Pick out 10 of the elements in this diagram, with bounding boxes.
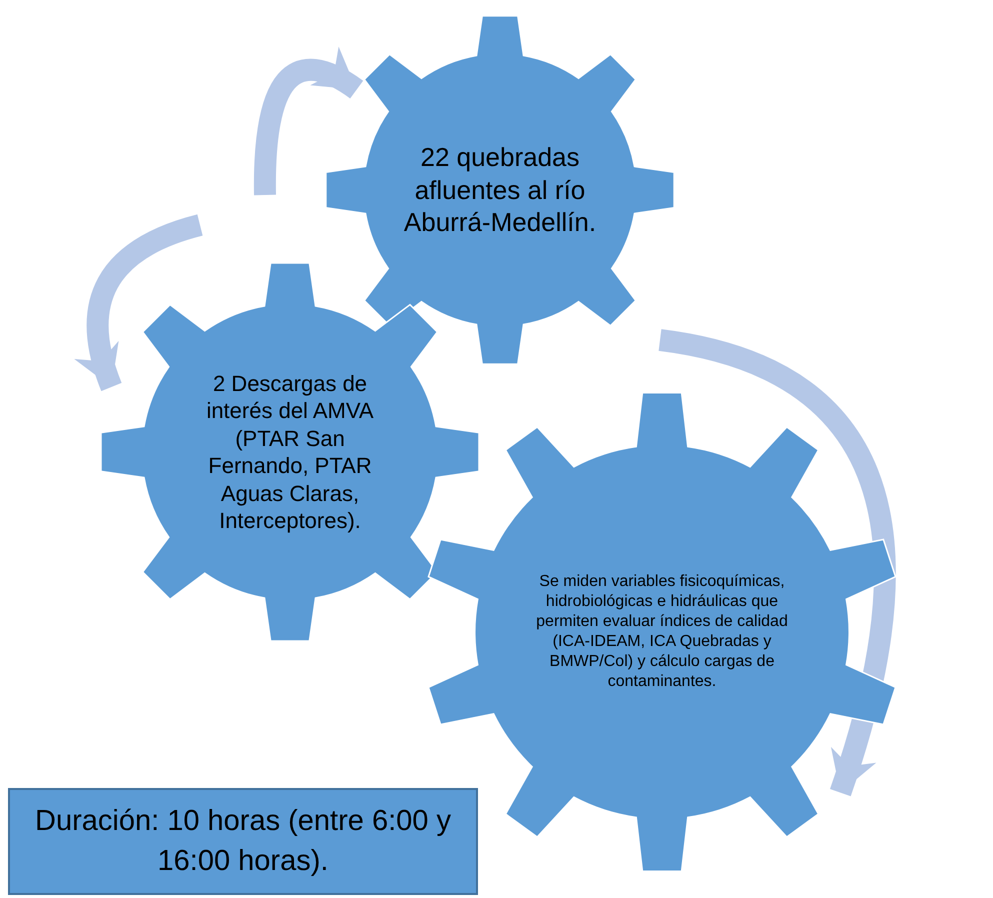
curved-arrow [254,48,363,196]
curved-arrow [76,214,204,391]
duration-box [8,788,478,895]
gear-shape [100,262,480,642]
gear-text: Se miden variables fisicoquímicas, hidrobiológicas e hidráulicas que permiten evaluar índices de calidad (ICA-IDEAM, ICA Quebradas y BMWP/Col) y cálculo cargas de contaminantes. [535,572,789,692]
curved-arrow [658,329,896,796]
gear-shape [325,15,675,365]
duration-text: Duración: 10 horas (entre 6:00 y 16:00 horas). [34,804,452,878]
gear-text: 2 Descargas de interés del AMVA (PTAR San Fernando, PTAR Aguas Claras, Interceptores). [205,370,375,534]
gear-text: 22 quebradas afluentes al río Aburrá-Medellín. [402,141,598,239]
